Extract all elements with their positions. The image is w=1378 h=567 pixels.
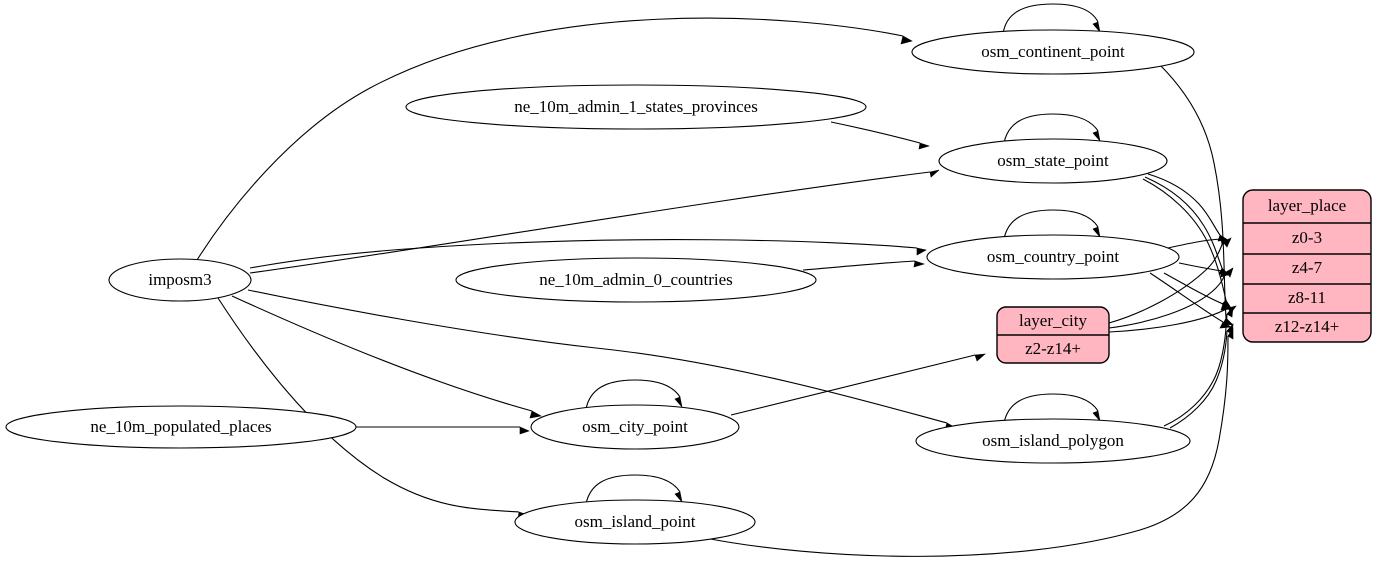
edge-imposm3-to-osm_continent_point <box>196 17 913 261</box>
node-osm_continent_point[interactable]: osm_continent_point <box>911 29 1195 75</box>
node-osm_country_point-label: osm_country_point <box>987 247 1119 266</box>
node-ne_10m_populated_places[interactable]: ne_10m_populated_places <box>5 405 357 449</box>
edge-imposm3-to-osm_country_point <box>249 239 927 269</box>
edge-imposm3-to-osm_state_point <box>249 169 940 274</box>
node-osm_city_point-shape[interactable] <box>530 404 740 450</box>
edge-osm_continent_point-to-layer_place-z12-z14 <box>1159 64 1234 326</box>
node-layer_place-shape[interactable] <box>1242 189 1372 343</box>
edge-ne_10m_admin_0_countries-to-osm_country_point <box>802 260 925 271</box>
node-osm_state_point[interactable]: osm_state_point <box>938 138 1168 184</box>
node-imposm3-shape[interactable] <box>108 258 252 302</box>
node-layer_place-row-z0-3[interactable]: z0-3 <box>1292 228 1322 247</box>
node-layer_place[interactable]: layer_place z0-3 z4-7 z8-11 z12-z14+ <box>1242 189 1372 343</box>
node-ne_10m_admin_0_countries-shape[interactable] <box>455 257 817 303</box>
node-osm_country_point-shape[interactable] <box>926 234 1180 280</box>
node-osm_island_polygon-label: osm_island_polygon <box>982 431 1124 450</box>
node-layer_city-header-label: layer_city <box>1019 311 1087 330</box>
edge-imposm3-to-osm_city_point <box>231 295 542 419</box>
edge-layer <box>196 3 1237 557</box>
node-layer_place-header-label: layer_place <box>1268 196 1346 215</box>
node-osm_continent_point-shape[interactable] <box>911 29 1195 75</box>
edge-osm_city_point-self-loop <box>585 379 683 410</box>
node-ne_10m_admin_1_states_provinces-label: ne_10m_admin_1_states_provinces <box>514 97 758 116</box>
edge-osm_island_point-self-loop <box>585 474 683 505</box>
edge-layer_city-to-layer_place-z4-7 <box>1108 267 1234 329</box>
node-imposm3-label: imposm3 <box>148 270 211 289</box>
node-osm_country_point[interactable]: osm_country_point <box>926 234 1180 280</box>
node-layer_place-row-z8-11[interactable]: z8-11 <box>1288 288 1326 307</box>
node-ne_10m_populated_places-shape[interactable] <box>5 405 357 449</box>
node-osm_island_point-label: osm_island_point <box>575 512 696 531</box>
edge-osm_continent_point-self-loop <box>1002 3 1101 35</box>
node-layer: imposm3 ne_10m_populated_places ne_10m_a… <box>5 29 1195 545</box>
node-osm_city_point[interactable]: osm_city_point <box>530 404 740 450</box>
edge-osm_country_point-self-loop <box>1003 209 1101 240</box>
node-ne_10m_admin_0_countries-label: ne_10m_admin_0_countries <box>539 270 733 289</box>
node-osm_city_point-label: osm_city_point <box>582 417 688 436</box>
node-imposm3[interactable]: imposm3 <box>108 258 252 302</box>
node-osm_island_polygon[interactable]: osm_island_polygon <box>915 418 1191 464</box>
edge-osm_city_point-to-layer_city-z2-z14 <box>730 353 986 416</box>
node-ne_10m_populated_places-label: ne_10m_populated_places <box>90 417 271 436</box>
node-layer_place-row-z4-7[interactable]: z4-7 <box>1292 258 1323 277</box>
node-ne_10m_admin_0_countries[interactable]: ne_10m_admin_0_countries <box>455 257 817 303</box>
edge-ne_10m_admin_1_states_provinces-to-osm_state_point <box>830 121 930 150</box>
node-osm_island_point-shape[interactable] <box>514 499 756 545</box>
edge-osm_state_point-self-loop <box>1003 113 1101 144</box>
edge-layer_city-to-layer_place-z0-3 <box>1108 237 1232 324</box>
node-ne_10m_admin_1_states_provinces-shape[interactable] <box>405 84 867 130</box>
edge-osm_island_point-to-layer_place-z12-z14 <box>699 326 1234 557</box>
node-osm_island_polygon-shape[interactable] <box>915 418 1191 464</box>
node-layer_place-row-z12-z14[interactable]: z12-z14+ <box>1275 317 1339 336</box>
node-ne_10m_admin_1_states_provinces[interactable]: ne_10m_admin_1_states_provinces <box>405 84 867 130</box>
node-osm_continent_point-label: osm_continent_point <box>981 42 1125 61</box>
node-layer_city-row-z2-z14[interactable]: z2-z14+ <box>1025 339 1081 358</box>
node-osm_island_point[interactable]: osm_island_point <box>514 499 756 545</box>
node-layer_city[interactable]: layer_city z2-z14+ <box>996 306 1110 364</box>
node-osm_state_point-label: osm_state_point <box>997 151 1109 170</box>
edge-ne_10m_populated_places-to-osm_city_point <box>356 426 530 435</box>
edge-layer_city-to-layer_place-z8-11 <box>1108 305 1237 333</box>
node-osm_state_point-shape[interactable] <box>938 138 1168 184</box>
edge-osm_island_polygon-self-loop <box>1003 393 1101 424</box>
edge-osm_island_polygon-to-layer_place-z8-11 <box>1163 306 1234 427</box>
